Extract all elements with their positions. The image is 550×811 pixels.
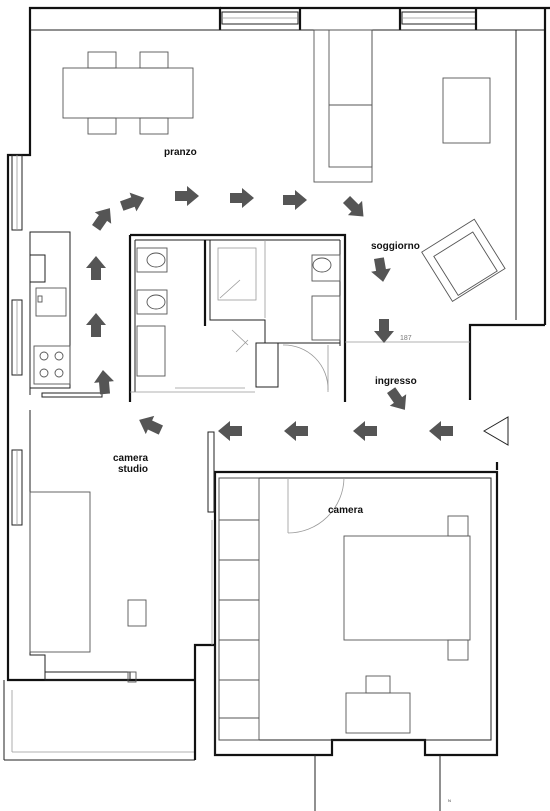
arrow-down-right-icon	[387, 387, 407, 410]
corner-mark: N	[448, 798, 451, 803]
arrow-down-right-icon	[342, 195, 364, 217]
arrow-right-icon	[120, 192, 145, 212]
arrow-up-icon	[86, 313, 106, 337]
arrow-left-icon	[218, 421, 242, 441]
room-label-camera-studio-line2: studio	[118, 464, 148, 475]
arrow-down-icon	[371, 257, 391, 282]
arrow-left-icon	[284, 421, 308, 441]
arrow-right-icon	[283, 190, 307, 210]
room-label-camera: camera	[328, 505, 363, 516]
room-label-camera-studio-line1: camera	[113, 453, 148, 464]
arrow-up-left-icon	[139, 415, 163, 435]
arrow-up-icon	[94, 370, 114, 395]
bathroom-core	[128, 233, 347, 402]
room-label-ingresso: ingresso	[375, 376, 417, 387]
kitchen	[29, 231, 103, 398]
outer-walls	[3, 6, 550, 811]
dimension-line: 187	[345, 335, 470, 343]
arrow-down-icon	[374, 319, 394, 343]
arrow-right-icon	[175, 186, 199, 206]
entrance-triangle-icon	[483, 416, 509, 446]
arrow-up-right-icon	[92, 208, 112, 231]
furniture-living	[62, 29, 506, 302]
furniture-bedrooms	[29, 431, 471, 741]
circulation-arrows	[86, 186, 453, 441]
room-label-pranzo: pranzo	[164, 147, 197, 158]
arrow-left-icon	[429, 421, 453, 441]
arrow-left-icon	[353, 421, 377, 441]
room-label-soggiorno: soggiorno	[371, 241, 420, 252]
arrow-up-icon	[86, 256, 106, 280]
dimension-label: 187	[400, 335, 412, 342]
arrow-right-icon	[230, 188, 254, 208]
